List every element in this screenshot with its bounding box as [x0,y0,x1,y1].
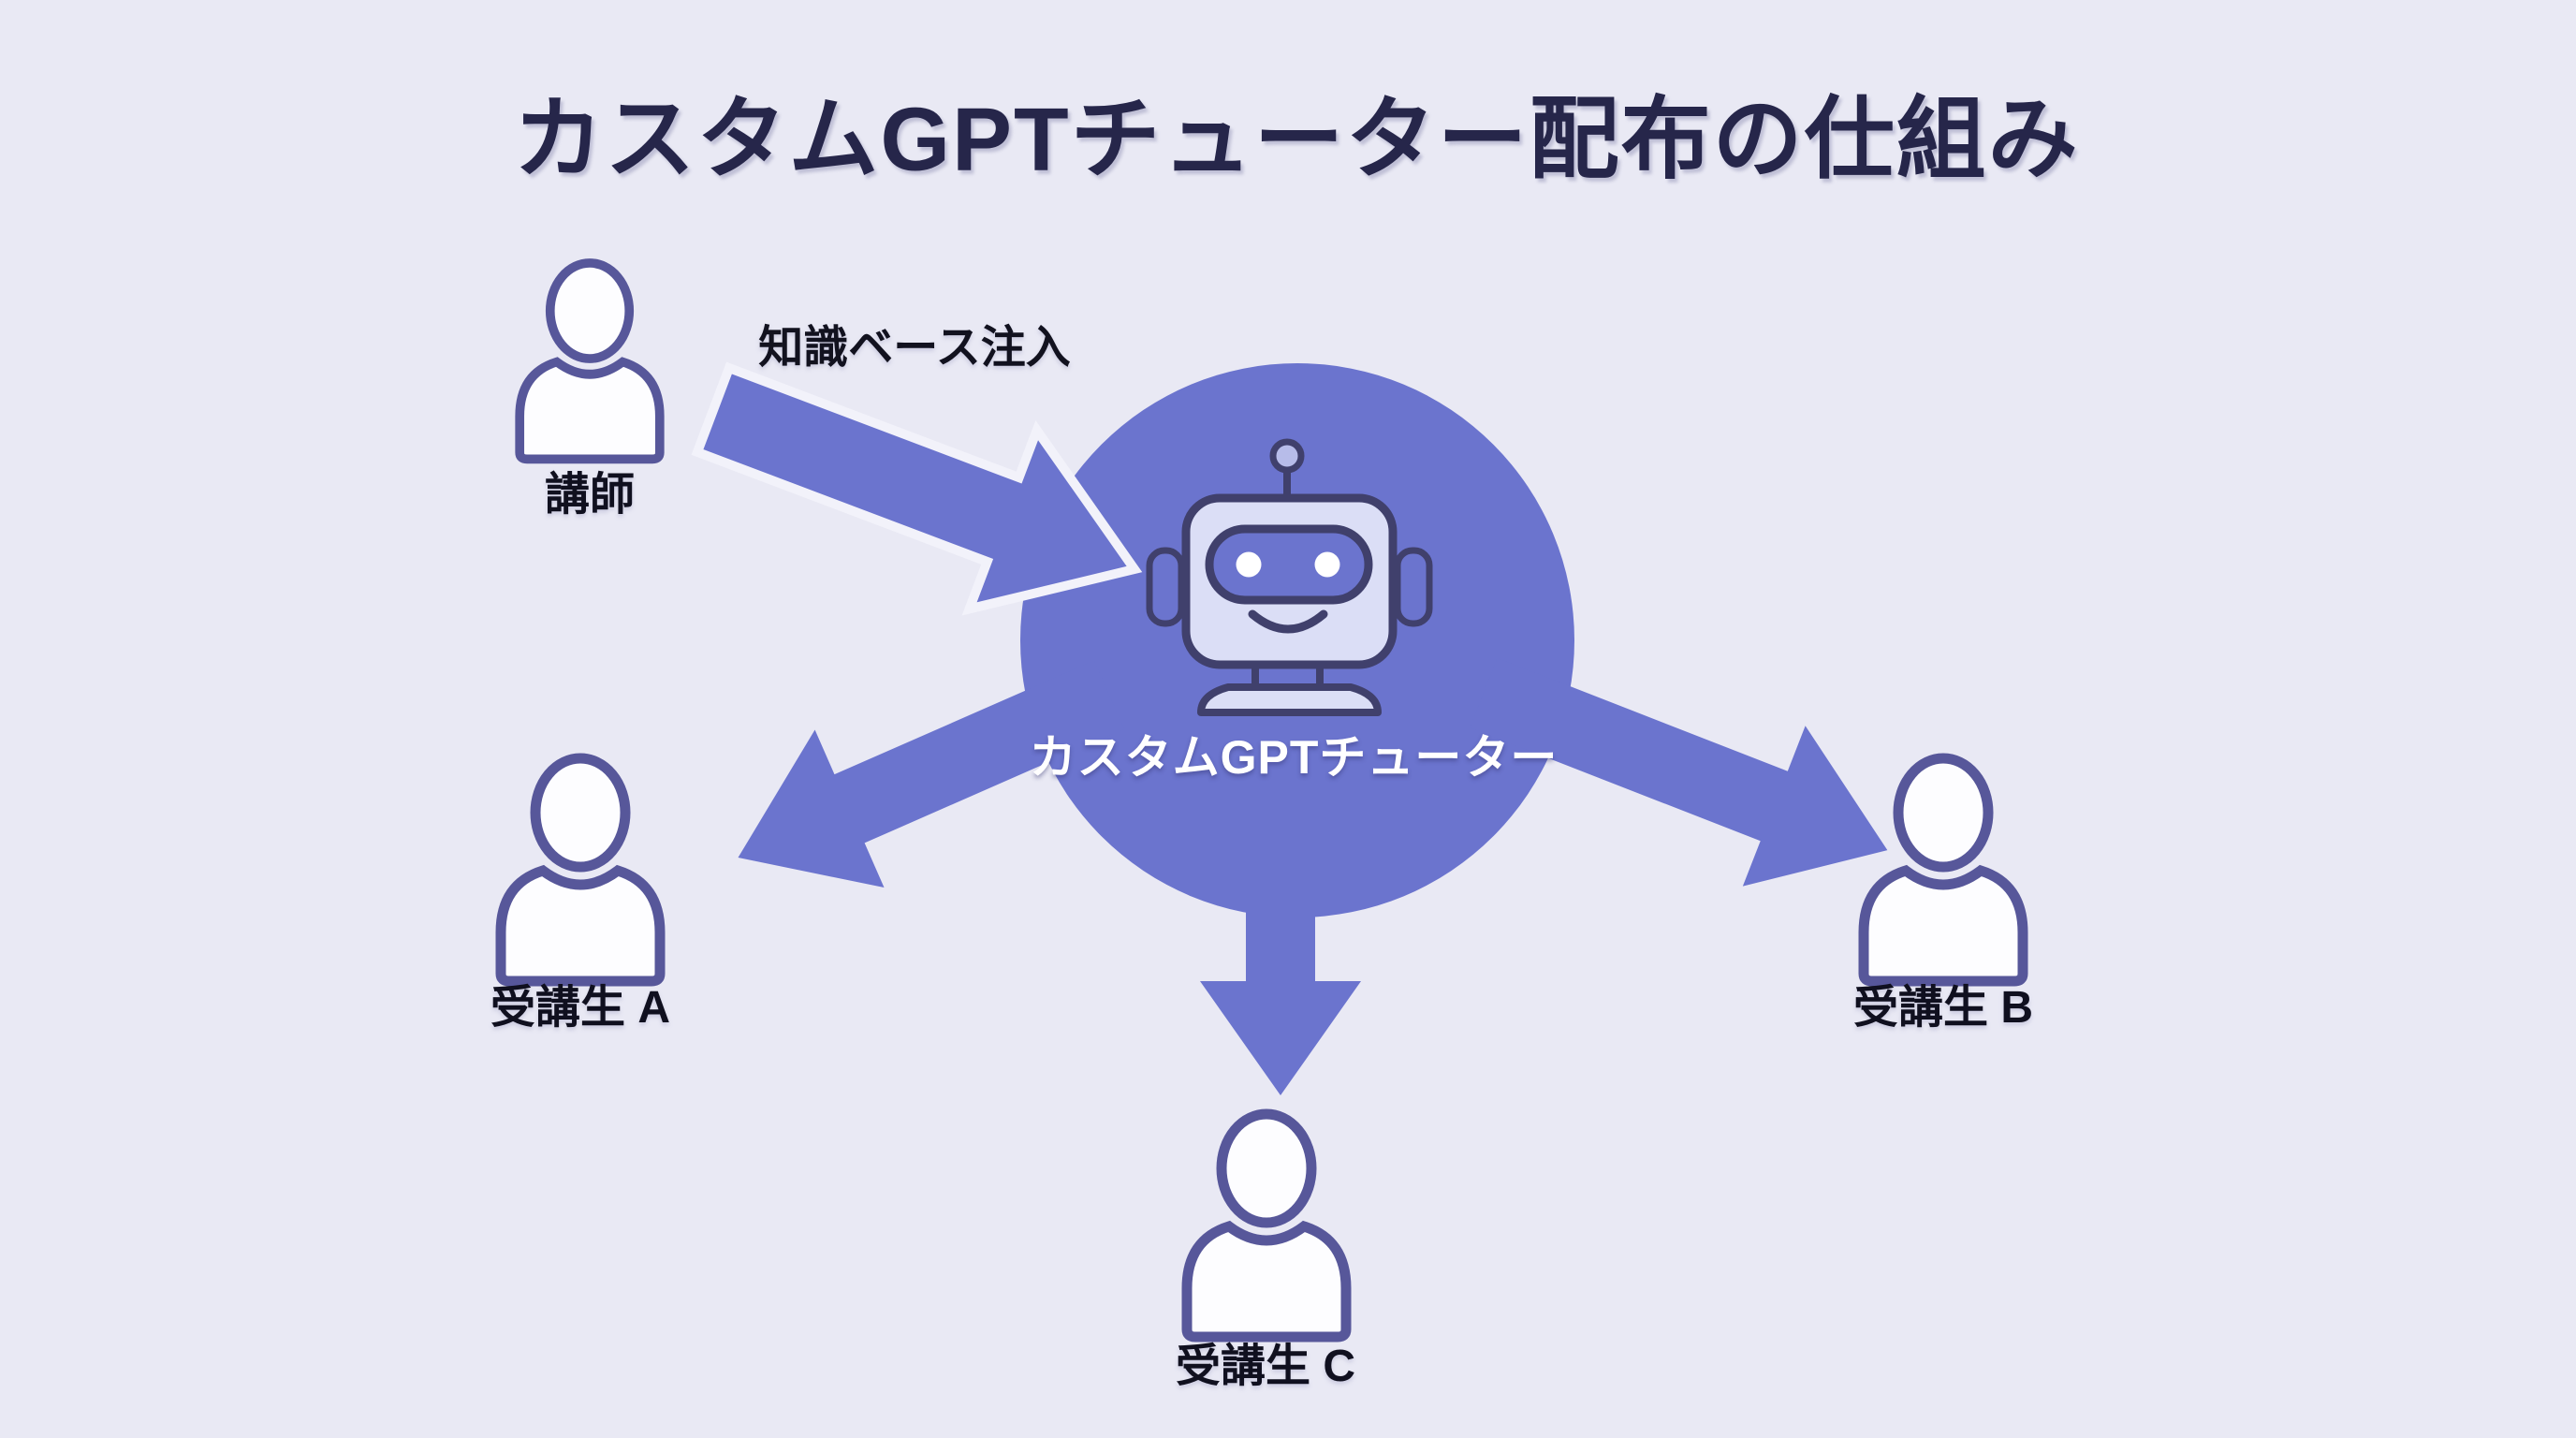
robot-icon [1146,438,1433,716]
student-c-label: 受講生 C [1175,1342,1356,1391]
student-c-person-icon [1181,1108,1352,1343]
person-head [1893,753,1994,873]
robot-antenna-ball [1269,438,1305,474]
robot-smile [1248,609,1328,634]
injection-arrow-icon [691,361,1143,616]
person-body [515,357,665,464]
arrow-to-student-a-icon [738,660,1125,888]
robot-left-eye [1236,551,1262,578]
tutor-circle-label: カスタムGPTチューター [1029,731,1559,784]
arrow-to-student-b-icon [1470,657,1888,887]
person-head [1216,1108,1317,1228]
person-head [545,258,635,363]
page-title: カスタムGPTチューター配布の仕組み [513,89,2080,190]
injection-arrow-label: 知識ベース注入 [758,323,1071,373]
student-b-label: 受講生 B [1852,983,2034,1033]
student-a-person-icon [495,753,666,987]
robot-right-eye [1314,551,1340,578]
robot-visor [1205,524,1373,605]
instructor-label: 講師 [544,470,636,520]
person-body [495,864,666,987]
instructor-person-icon [515,258,665,464]
person-body [1858,864,2028,987]
student-b-person-icon [1858,753,2028,987]
person-body [1181,1220,1352,1343]
robot-left-ear [1146,547,1185,627]
robot-base [1197,683,1382,716]
person-head [530,753,631,873]
robot-right-ear [1394,547,1433,627]
student-a-label: 受講生 A [490,983,671,1033]
arrow-to-student-c-icon [1200,878,1361,1095]
